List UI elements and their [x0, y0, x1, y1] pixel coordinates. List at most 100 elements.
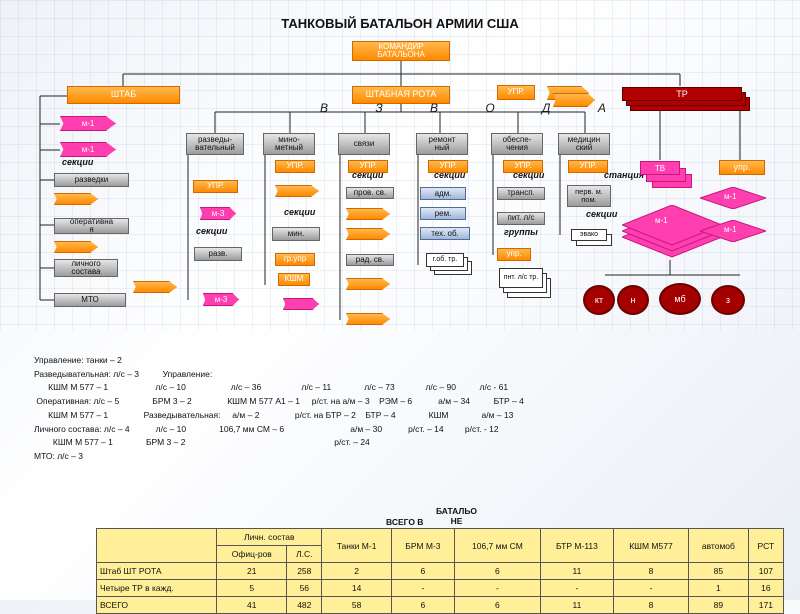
- note-line: КШМ М 577 – 1 Разведывательная: а/м – 2 …: [34, 409, 514, 420]
- table-cell: 41: [216, 596, 288, 614]
- hq-arrow-3: [133, 281, 177, 293]
- supply-upr: УПР.: [503, 160, 543, 173]
- signal-arrow-4: [346, 313, 390, 325]
- tr-m1-diamond-1: [700, 187, 766, 209]
- note-line: Оперативная: л/с – 5 БРМ 3 – 2 КШМ М 577…: [34, 396, 524, 407]
- mortar-section: мин.: [272, 227, 320, 241]
- table-cell: 16: [747, 579, 785, 597]
- note-line: Управление: танки – 2: [34, 355, 122, 365]
- medical-station-label: станция: [604, 170, 645, 180]
- tr-m1-label-1: м-1: [724, 192, 737, 201]
- table-col-header: Л.С.: [286, 545, 323, 563]
- table-row-label: ВСЕГО: [95, 596, 218, 614]
- table-col-header: БТР М-113: [540, 528, 614, 563]
- connector-lines: [39, 60, 741, 320]
- table-cell: 21: [216, 562, 288, 580]
- supply-food-trucks: пнт. л/с тр.: [499, 268, 543, 288]
- table-personnel-header: Личн. состав: [216, 528, 323, 546]
- medical-aid: перв. м. пом.: [567, 185, 611, 207]
- repair-maint: рем.: [420, 207, 466, 220]
- tank-platoon-label: м-1: [655, 216, 668, 225]
- table-cell: 258: [286, 562, 323, 580]
- table-cell: 171: [747, 596, 785, 614]
- table-cell: 58: [321, 596, 392, 614]
- mortar-arrow: [275, 185, 319, 197]
- hq-company-box: ШТАБНАЯ РОТА: [352, 86, 450, 104]
- table-cell: -: [390, 579, 455, 597]
- equipment-notes: Управление: танки – 2 Разведывательная: …: [34, 354, 774, 464]
- platoon-recon: разведы- вательный: [186, 133, 244, 155]
- platoon-mortar: мино- метный: [263, 133, 315, 155]
- repair-tech: тех. об.: [420, 227, 470, 240]
- hq-box: ШТАБ: [67, 86, 180, 104]
- hq-logistics-section: МТО: [54, 293, 126, 307]
- table-cell: 107: [747, 562, 785, 580]
- recon-sections-label: секции: [196, 226, 228, 236]
- signal-upr: УПР.: [348, 160, 388, 173]
- supply-transport: трансп.: [497, 187, 545, 200]
- table-cell: 6: [453, 596, 542, 614]
- platoons-heading: В З В О Д А: [320, 101, 628, 115]
- repair-admin: адм.: [420, 187, 466, 200]
- hq-arrow-2: [54, 241, 98, 253]
- table-col-header: КШМ М577: [612, 528, 690, 563]
- mortar-grupr: гр.упр: [275, 253, 315, 266]
- table-cell: 6: [390, 562, 455, 580]
- table-col-header: РСТ: [747, 528, 785, 563]
- table-col-header: БРМ М-3: [390, 528, 455, 563]
- table-cell: 85: [688, 562, 749, 580]
- note-line: Личного состава: л/с – 4 л/с – 10 106,7 …: [34, 423, 499, 434]
- table-cell: 14: [321, 579, 392, 597]
- tr-upr: упр.: [719, 160, 765, 175]
- tank-company-box: ТР: [622, 87, 742, 101]
- supply-food: пит. л/с: [497, 212, 545, 225]
- platoon-repair: ремонт ный: [416, 133, 468, 155]
- table-cell: 1: [688, 579, 749, 597]
- mortar-m3: [283, 298, 319, 310]
- table-cell: 11: [540, 596, 614, 614]
- table-cell: 8: [612, 562, 690, 580]
- supply-sections-label: секции: [513, 170, 545, 180]
- platoon-signal: связи: [338, 133, 390, 155]
- signal-sections-label: секции: [352, 170, 384, 180]
- table-col-header: Офиц-ров: [216, 545, 288, 563]
- recon-m3-2: м-3: [203, 293, 239, 306]
- table-header-row: Личн. состав Танки М-1 БРМ М-3 106,7 мм …: [95, 528, 785, 563]
- table-cell: 482: [286, 596, 323, 614]
- table-label-total: ВСЕГО В: [386, 517, 424, 527]
- mortar-upr: УПР.: [275, 160, 315, 173]
- table-cell: 6: [453, 562, 542, 580]
- repair-upr: УПР.: [428, 160, 468, 173]
- signal-arrow-1: [346, 208, 390, 220]
- hq-personnel-section: личного состава: [54, 259, 118, 277]
- table-cell: 11: [540, 562, 614, 580]
- table-cell: -: [540, 579, 614, 597]
- table-cell: -: [453, 579, 542, 597]
- repair-sections-label: секции: [434, 170, 466, 180]
- summary-table: Личн. состав Танки М-1 БРМ М-3 106,7 мм …: [95, 528, 785, 614]
- table-row: ВСЕГО 41 482 58 6 6 11 8 89 171: [95, 596, 785, 614]
- recon-upr: УПР.: [193, 180, 238, 193]
- medical-upr: УПР.: [568, 160, 608, 173]
- table-row-label: Штаб ШТ РОТА: [95, 562, 218, 580]
- table-col-header: автомоб: [688, 528, 749, 563]
- medical-evac: эвако: [571, 229, 607, 241]
- tr-circle-z: з: [711, 285, 745, 315]
- hq-tank-1: м-1: [60, 116, 116, 131]
- table-row: Четыре ТР в кажд. 5 56 14 - - - - 1 16: [95, 579, 785, 597]
- repair-gob: г.об. тр.: [426, 253, 464, 267]
- hq-ops-section: оперативна я: [54, 217, 129, 234]
- tr-m1-diamond-2: [700, 220, 766, 242]
- table-col-header: Танки М-1: [321, 528, 392, 563]
- table-cell: 5: [216, 579, 288, 597]
- page-title: ТАНКОВЫЙ БАТАЛЬОН АРМИИ США: [281, 16, 519, 31]
- tr-circle-mb: мб: [659, 283, 701, 315]
- signal-wire-section: пров. св.: [346, 187, 394, 199]
- tank-platoon-diamonds: [622, 205, 724, 258]
- hq-sections-label: секции: [62, 157, 94, 167]
- hq-arrow-1: [54, 193, 98, 205]
- recon-section: разв.: [194, 247, 242, 261]
- note-line: КШМ М 577 – 1 БРМ 3 – 2 р/ст. – 24: [34, 437, 370, 448]
- medical-sections-label: секции: [586, 209, 618, 219]
- table-cell: 56: [286, 579, 323, 597]
